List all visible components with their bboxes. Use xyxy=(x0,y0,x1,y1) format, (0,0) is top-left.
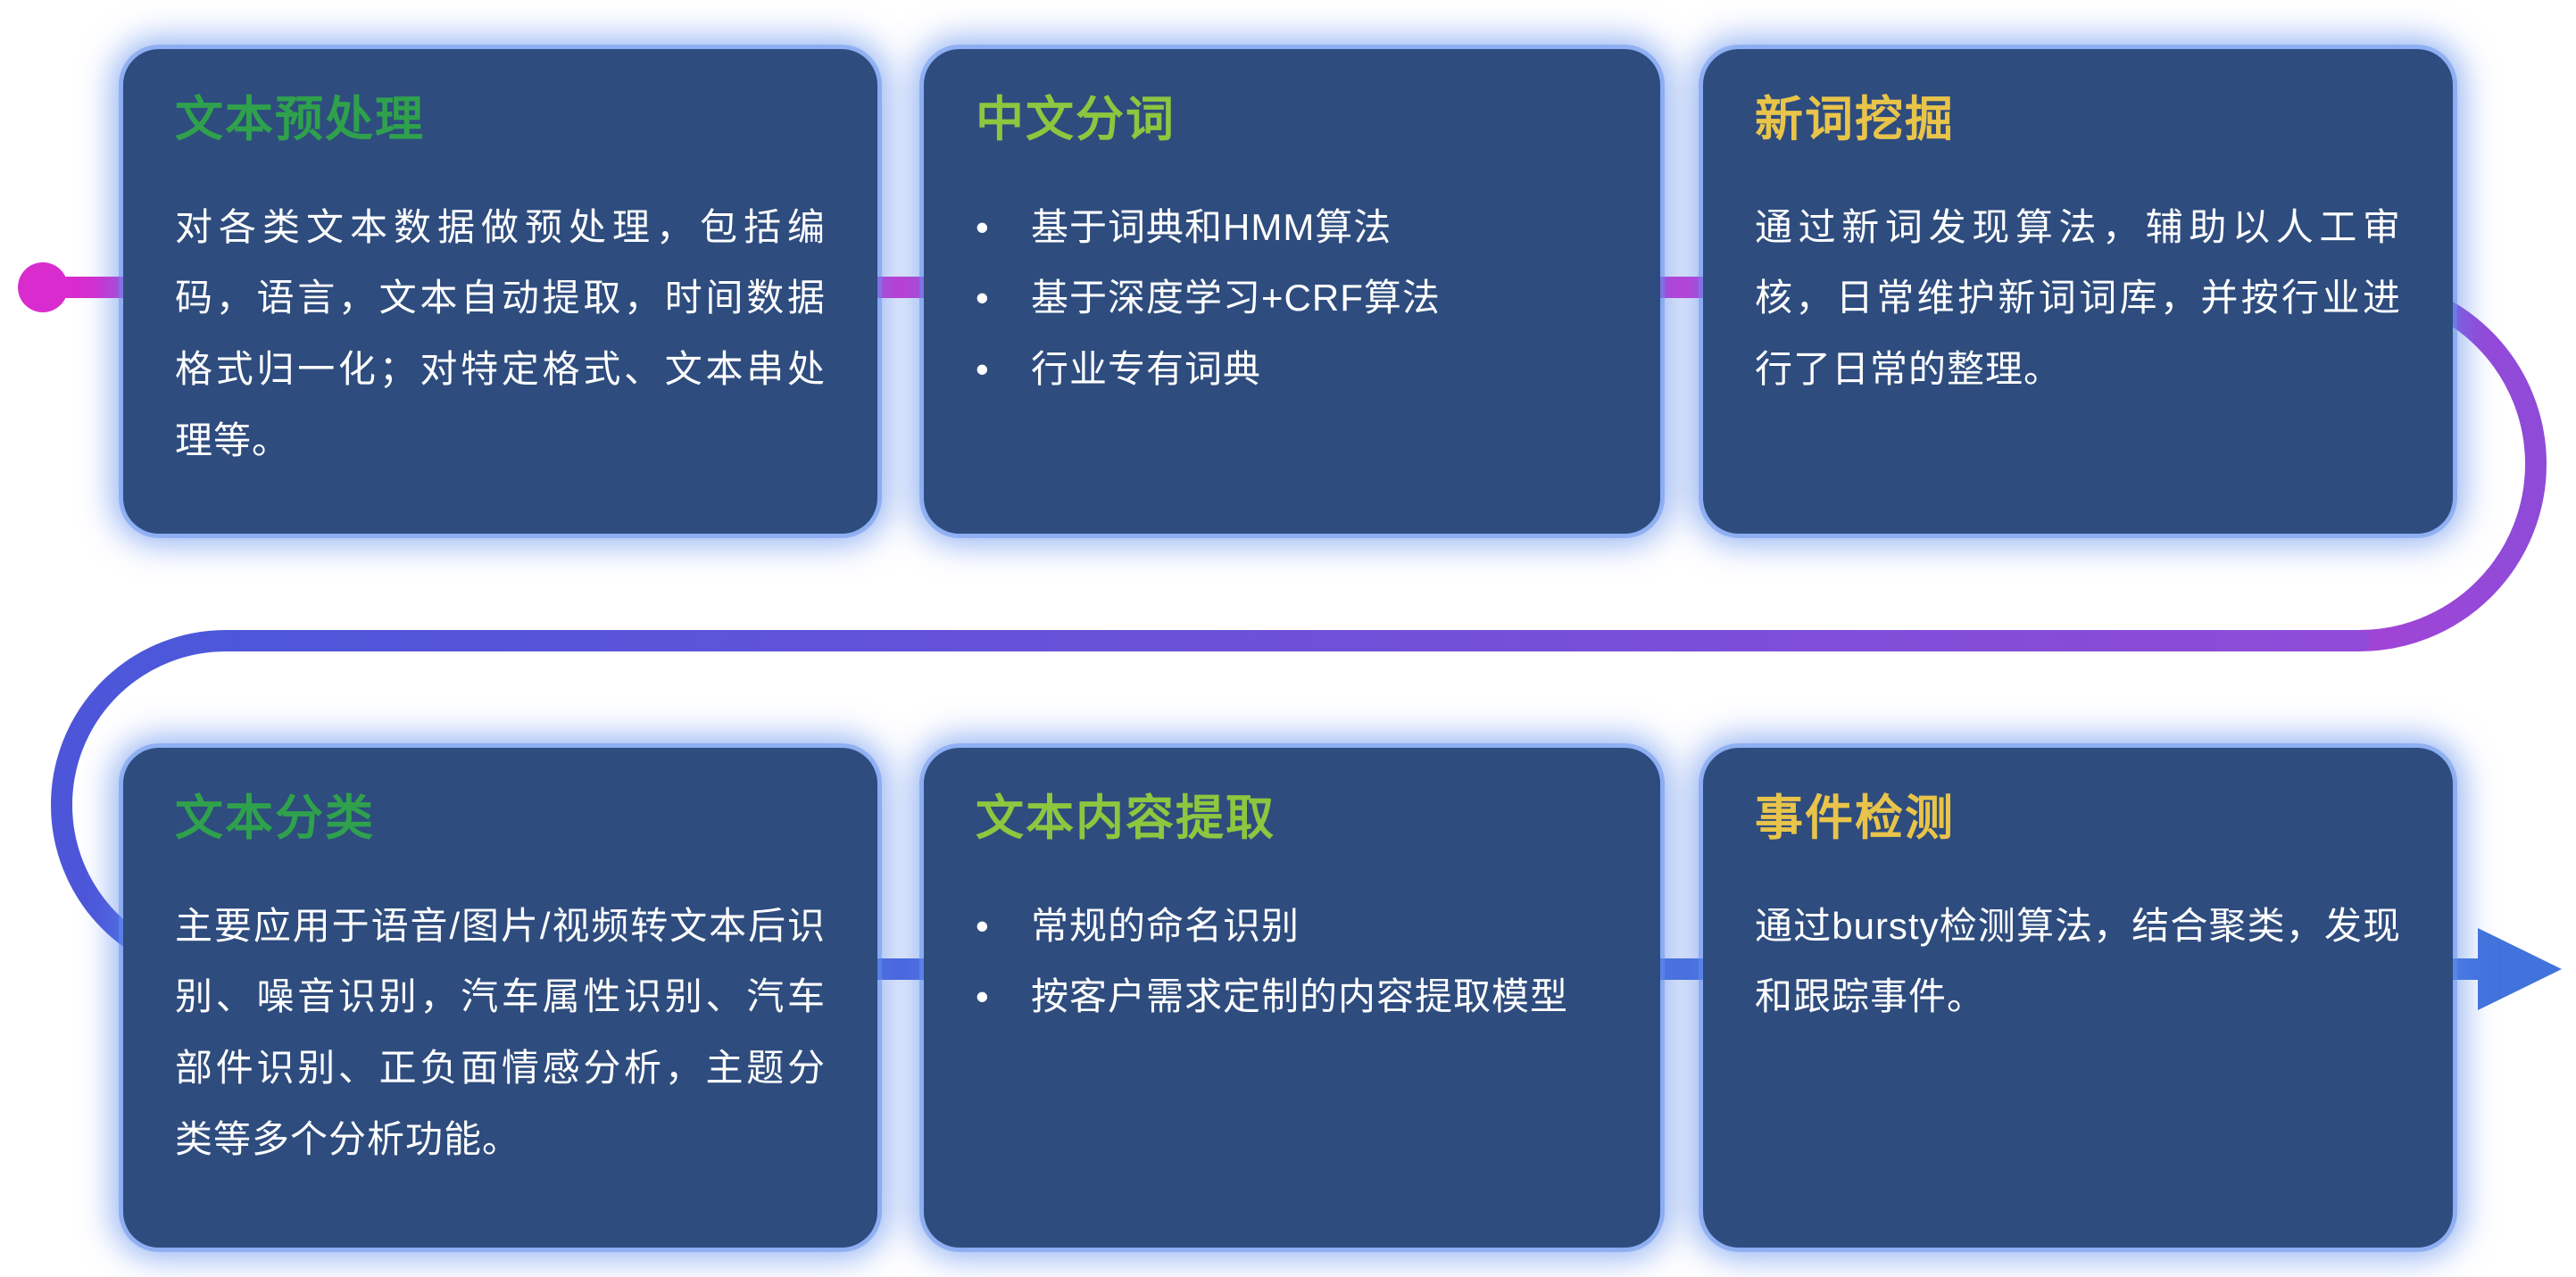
bullet-dot: • xyxy=(976,348,990,391)
card-title-event-detection: 事件检测 xyxy=(1755,792,1955,845)
card-text-preprocessing: 文本预处理 对各类文本数据做预处理，包括编码，语言，文本自动提取，时间数据格式归… xyxy=(123,49,877,534)
card-text-classification: 文本分类 主要应用于语音/图片/视频转文本后识别、噪音识别，汽车属性识别、汽车部… xyxy=(123,748,877,1248)
bullet-text: 基于词典和HMM算法 xyxy=(1031,205,1392,248)
bullet-text: 基于深度学习+CRF算法 xyxy=(1031,277,1441,319)
bullet-dot: • xyxy=(976,975,990,1018)
bullet-item: • 按客户需求定制的内容提取模型 xyxy=(976,961,1608,1032)
bullet-item: • 基于深度学习+CRF算法 xyxy=(976,262,1608,334)
bullet-text: 行业专有词典 xyxy=(1031,348,1262,391)
card-text-content-extraction: 文本内容提取 • 常规的命名识别 • 按客户需求定制的内容提取模型 xyxy=(924,748,1660,1248)
card-title-text-preprocessing: 文本预处理 xyxy=(175,93,425,146)
card-event-detection: 事件检测 通过bursty检测算法，结合聚类，发现和跟踪事件。 xyxy=(1703,748,2453,1248)
bullet-list: • 基于词典和HMM算法 • 基于深度学习+CRF算法 • 行业专有词典 xyxy=(976,192,1608,405)
flow-arrow-icon xyxy=(2478,928,2562,1010)
bullet-dot: • xyxy=(976,904,990,947)
card-title-new-word-mining: 新词挖掘 xyxy=(1755,93,1955,146)
bullet-text: 常规的命名识别 xyxy=(1031,904,1300,947)
card-new-word-mining: 新词挖掘 通过新词发现算法，辅助以人工审核，日常维护新词词库，并按行业进行了日常… xyxy=(1703,49,2453,534)
card-title-text-classification: 文本分类 xyxy=(175,792,375,845)
card-body-new-word-mining: 通过新词发现算法，辅助以人工审核，日常维护新词词库，并按行业进行了日常的整理。 xyxy=(1755,205,2401,391)
card-title-text-content-extraction: 文本内容提取 xyxy=(976,792,1276,845)
bullet-item: • 基于词典和HMM算法 xyxy=(976,192,1608,263)
card-body-event-detection: 通过bursty检测算法，结合聚类，发现和跟踪事件。 xyxy=(1755,904,2401,1018)
bullet-text: 按客户需求定制的内容提取模型 xyxy=(1031,975,1569,1018)
bullet-dot: • xyxy=(976,205,990,248)
flow-start-dot-icon xyxy=(18,262,68,312)
bullet-list: • 常规的命名识别 • 按客户需求定制的内容提取模型 xyxy=(976,891,1608,1033)
card-title-chinese-word-segmentation: 中文分词 xyxy=(976,93,1176,146)
bullet-item: • 行业专有词典 xyxy=(976,334,1608,405)
card-body-text-preprocessing: 对各类文本数据做预处理，包括编码，语言，文本自动提取，时间数据格式归一化；对特定… xyxy=(175,205,826,461)
bullet-item: • 常规的命名识别 xyxy=(976,891,1608,962)
bullet-dot: • xyxy=(976,277,990,319)
card-body-text-classification: 主要应用于语音/图片/视频转文本后识别、噪音识别，汽车属性识别、汽车部件识别、正… xyxy=(175,904,826,1160)
card-chinese-word-segmentation: 中文分词 • 基于词典和HMM算法 • 基于深度学习+CRF算法 • 行业专有词… xyxy=(924,49,1660,534)
